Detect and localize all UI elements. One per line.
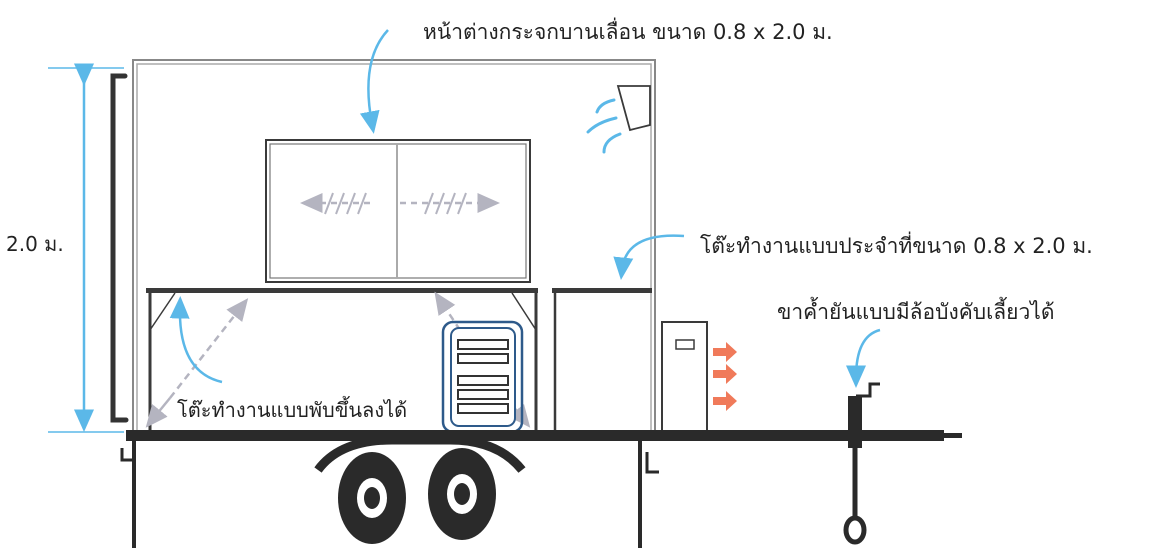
jack-housing xyxy=(848,396,862,448)
window-label: หน้าต่างกระจกบานเลื่อน ขนาด 0.8 x 2.0 ม. xyxy=(423,20,833,44)
equipment-cabinet xyxy=(661,321,708,433)
storage-cabinet-icon xyxy=(441,320,524,434)
chassis-beam xyxy=(126,430,944,441)
trailer-chassis xyxy=(120,430,962,548)
fixed-tabletop xyxy=(552,288,652,293)
jack-label: ขาค้ำยันแบบมีล้อบังคับเลี้ยวได้ xyxy=(777,300,1055,324)
folding-tabletop xyxy=(146,288,538,293)
jack-stand xyxy=(843,382,880,545)
glass-reflection-marks xyxy=(324,192,467,215)
door-handle xyxy=(110,73,129,423)
chassis-foot-right xyxy=(645,452,659,474)
fixed-table xyxy=(552,288,652,432)
air-conditioner xyxy=(586,85,651,154)
fold-motion-arrow-left-end xyxy=(145,397,171,428)
wheel-rear xyxy=(428,448,496,540)
fold-motion-arrow-left xyxy=(169,298,249,399)
annotation-leaders xyxy=(48,29,881,433)
folding-table-brace-left xyxy=(149,292,176,331)
jack-caster-wheel xyxy=(843,515,867,545)
equipment-vent xyxy=(675,339,695,350)
folding-table-brace-right xyxy=(511,292,537,331)
equipment-unit xyxy=(661,321,737,433)
fixed-table-leader xyxy=(613,234,685,280)
chassis-foot-left xyxy=(120,448,134,462)
height-label: 2.0 ม. xyxy=(6,232,64,256)
fixed-table-label: โต๊ะทำงานแบบประจำที่ขนาด 0.8 x 2.0 ม. xyxy=(700,234,1093,258)
folding-table-leader xyxy=(169,296,223,384)
jack-leader xyxy=(846,328,881,388)
tow-tongue xyxy=(940,433,962,438)
sliding-window xyxy=(265,139,531,283)
airflow-icon xyxy=(586,98,622,154)
wheel-front xyxy=(338,452,406,544)
heat-arrow-icon xyxy=(713,342,737,411)
folding-table-label: โต๊ะทำงานแบบพับขึ้นลงได้ xyxy=(177,398,408,422)
air-conditioner-icon xyxy=(616,85,651,132)
wheel-icon xyxy=(338,448,496,544)
jack-crank xyxy=(856,382,880,398)
window-leader xyxy=(359,29,389,134)
wheel-fender xyxy=(314,435,526,473)
